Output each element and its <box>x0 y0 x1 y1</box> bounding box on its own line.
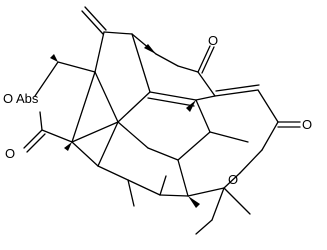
bond-lines <box>23 6 301 235</box>
atom-label-o-left: O <box>3 91 13 106</box>
stereo-wedges <box>50 44 200 208</box>
atom-label-o-bottom-left: O <box>5 146 15 161</box>
atom-label-o-lactone-right: O <box>302 117 312 132</box>
atom-label-o-lower: O <box>228 172 238 187</box>
atom-label-o-ketone: O <box>208 33 218 48</box>
atom-label-abs: Abs <box>16 91 39 106</box>
